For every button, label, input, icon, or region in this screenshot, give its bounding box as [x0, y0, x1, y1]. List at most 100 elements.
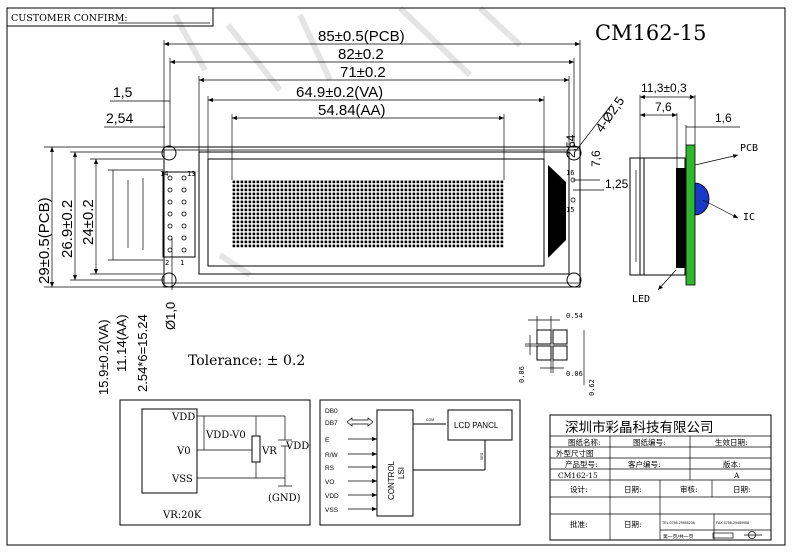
customer-confirm-label: CUSTOMER CONFIRM:	[11, 13, 128, 24]
block-com: COM	[426, 418, 434, 422]
tb-version: 版本:	[723, 459, 741, 469]
bezel-outline	[198, 151, 570, 275]
viewing-area	[207, 158, 545, 267]
block-rw: R/W	[325, 452, 339, 459]
side-ic	[694, 182, 710, 216]
block-vo: VO	[325, 479, 334, 486]
dot-dim-1: 0.54	[566, 312, 583, 320]
tb-page: 第一页/共一页	[663, 533, 694, 540]
drawing-border	[6, 7, 786, 546]
side-label-ic: IC	[743, 212, 755, 223]
customer-confirm-box	[6, 7, 214, 27]
block-vdd: VDD	[325, 493, 339, 500]
model-title: CM162-15	[595, 21, 706, 45]
dim-h2: 24±0.2	[80, 199, 97, 245]
title-block: 深圳市彩晶科技有限公司 图纸名称: 图纸编号: 生效日期: 外型尺寸图 产品型号…	[549, 414, 772, 541]
tb-version-value: A	[733, 471, 740, 480]
dim-pin-diameter: Ø1,0	[163, 302, 178, 330]
tb-drawing-no: 图纸编号:	[633, 437, 666, 447]
tb-review: 审核:	[680, 484, 698, 494]
dim-side-total: 11,3±0,3	[641, 81, 687, 95]
pin-13-label: 13	[187, 170, 195, 178]
dim-aa-width: 54.84(AA)	[318, 102, 386, 119]
pin-2-label: 2	[165, 259, 169, 267]
dim-pin-height: 1,25	[605, 177, 629, 191]
dim-pitch-top: 2,54	[564, 134, 578, 158]
tb-customer-no: 客户编号:	[628, 459, 661, 469]
dim-inner-width: 71±0.2	[340, 64, 386, 81]
tb-date-3: 日期:	[624, 520, 642, 529]
block-control: CONTROL	[387, 460, 396, 500]
company-name: 深圳市彩晶科技有限公司	[565, 419, 714, 436]
tb-date-2: 日期:	[733, 485, 751, 494]
block-seg: SEG	[480, 452, 484, 460]
tb-design: 设计:	[570, 484, 588, 494]
dim-pin-offset: 7,6	[589, 150, 603, 167]
circuit-v0: V0	[176, 446, 191, 457]
dim-va-width: 64.9±0.2(VA)	[296, 84, 383, 101]
tb-drawing-name: 图纸名称:	[568, 437, 601, 447]
block-db0: DB0	[325, 408, 338, 415]
side-view: 11,3±0,3 7,6 1,6 PCB IC LED	[629, 81, 758, 305]
dim-aa-height: 11.14(AA)	[114, 314, 129, 372]
dim-pins-span: 2.54*6=15.24	[135, 314, 150, 392]
side-pcb	[685, 144, 696, 286]
dot-dim-3: 0.06	[566, 370, 583, 378]
dim-hole: 4-Ø2,5	[592, 94, 627, 135]
tb-fax: FAX:0755-29459908	[716, 521, 749, 525]
dot-dim-4: 0.62	[588, 379, 596, 396]
tb-approve: 批准:	[570, 519, 588, 529]
circuit-vss: VSS	[171, 474, 193, 485]
backlight-wedge	[548, 165, 566, 258]
dim-outer-width: 82±0.2	[338, 46, 384, 63]
block-rs: RS	[325, 465, 335, 472]
vertical-dimensions: 29±0.5(PCB) 26.9±0.2 24±0.2 15.9±0.2(VA)…	[36, 146, 178, 395]
block-lcd-panel: LCD PANCL	[454, 421, 499, 430]
circuit-vr: VR	[261, 446, 277, 457]
projection-symbol	[712, 532, 734, 539]
circuit-vdd-right: VDD	[285, 441, 309, 452]
dim-left-2-54: 2,54	[106, 110, 133, 126]
dot-detail: 0.54 0.06 0.06 0.62	[518, 312, 596, 396]
pin-15-label: 15	[566, 206, 574, 214]
block-db7: DB7	[325, 420, 338, 427]
lcd-panel-box	[447, 409, 513, 441]
dim-left-1-5: 1,5	[113, 84, 133, 100]
side-label-led: LED	[632, 294, 650, 305]
mounting-hole-tl	[161, 145, 177, 161]
left-pin-header	[162, 171, 196, 258]
pin-16-label: 16	[566, 169, 574, 177]
tolerance-note: Tolerance: ± 0.2	[188, 353, 305, 369]
tb-model-value: CM162-15	[558, 471, 598, 480]
left-pins	[167, 175, 187, 253]
control-lsi-box	[376, 409, 414, 517]
dim-side-b: 1,6	[715, 111, 732, 125]
pin-14-label: 14	[160, 170, 168, 178]
block-e: E	[325, 437, 330, 444]
horizontal-dimensions: 85±0.5(PCB) 82±0.2 71±0.2 64.9±0.2(VA) 5…	[104, 28, 629, 191]
contrast-circuit: VDD V0 VSS VDD-V0 VR VDD (GND) VR:20K	[119, 399, 311, 526]
dim-pcb-width: 85±0.5(PCB)	[318, 28, 405, 45]
pin-1-label: 1	[180, 259, 184, 267]
tb-outline: 外型尺寸图	[556, 448, 594, 458]
circuit-gnd: (GND)	[268, 493, 301, 504]
tb-product-model: 产品型号:	[565, 459, 598, 469]
dim-h1: 26.9±0.2	[59, 200, 76, 258]
front-view: 14 13 2 1 16 15	[160, 145, 582, 288]
circuit-vdd-v0: VDD-V0	[205, 430, 246, 441]
circuit-vdd: VDD	[171, 412, 195, 423]
side-label-pcb: PCB	[740, 143, 758, 154]
block-vss: VSS	[325, 507, 339, 514]
active-area-dots	[232, 180, 504, 248]
dot-dim-2: 0.06	[518, 366, 526, 383]
block-lsi: LSI	[397, 467, 406, 479]
circuit-vr-value: VR:20K	[162, 510, 202, 521]
tb-effective-date: 生效日期:	[715, 437, 748, 447]
tb-tel: TEL:0755-29995238	[662, 521, 695, 525]
dim-va-height: 15.9±0.2(VA)	[96, 319, 111, 395]
block-diagram: DB0 DB7 E R/W RS VO VDD VSS CONTROL LSI …	[319, 399, 521, 526]
dim-side-a: 7,6	[655, 100, 672, 114]
dim-pcb-height: 29±0.5(PCB)	[36, 197, 53, 284]
pcb-outline	[163, 146, 581, 288]
